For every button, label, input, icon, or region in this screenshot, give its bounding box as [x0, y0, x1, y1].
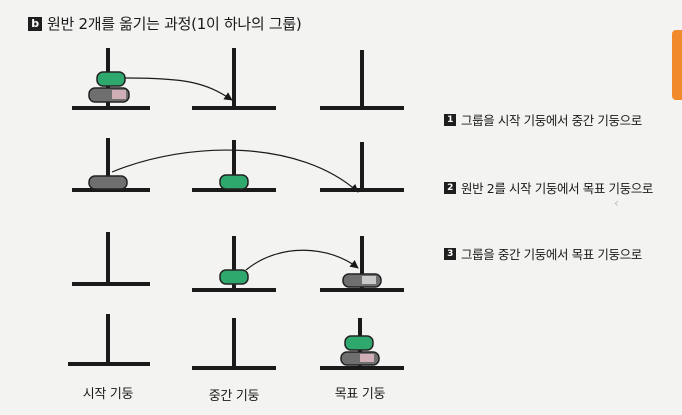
section-title-text: 원반 2개를 옮기는 과정(1이 하나의 그룹) [47, 15, 302, 33]
row-3 [72, 232, 404, 292]
page-edge-tab [672, 30, 682, 100]
step-number-2: 2 [444, 181, 456, 194]
step-3: 3 그룹을 중간 기둥에서 목표 기둥으로 [444, 244, 642, 263]
step-2: 2 원반 2를 시작 기둥에서 목표 기둥으로 [444, 178, 653, 197]
disk-2-highlight [362, 276, 376, 284]
disk-1-small [344, 335, 374, 351]
step-number-3: 3 [444, 247, 456, 260]
step-1: 1 그룹을 시작 기둥에서 중간 기둥으로 [444, 110, 642, 129]
step-number-1: 1 [444, 113, 456, 126]
peg-label-target: 목표 기둥 [334, 387, 386, 402]
disk-1-small [96, 71, 126, 87]
row-2 [72, 138, 404, 193]
move-arrow-2 [111, 149, 359, 193]
section-badge: b [28, 16, 42, 31]
move-arrow-3 [245, 249, 359, 271]
disk-2-highlight [112, 90, 126, 99]
row-4 [68, 314, 404, 370]
step-text-3: 그룹을 중간 기둥에서 목표 기둥으로 [461, 247, 642, 262]
disk-2-highlight [360, 354, 374, 362]
section-title: b 원반 2개를 옮기는 과정(1이 하나의 그룹) [28, 13, 302, 34]
move-arrow-1 [124, 77, 233, 101]
chevron-left-icon: ‹ [614, 196, 619, 210]
row-1 [72, 48, 404, 110]
disk-1-small [219, 174, 249, 190]
disk-1-small [219, 269, 249, 285]
peg-label-start: 시작 기둥 [82, 387, 134, 402]
step-text-2: 원반 2를 시작 기둥에서 목표 기둥으로 [461, 181, 653, 196]
peg-label-middle: 중간 기둥 [208, 389, 260, 404]
disk-2-large [88, 175, 128, 190]
step-text-1: 그룹을 시작 기둥에서 중간 기둥으로 [461, 113, 642, 128]
